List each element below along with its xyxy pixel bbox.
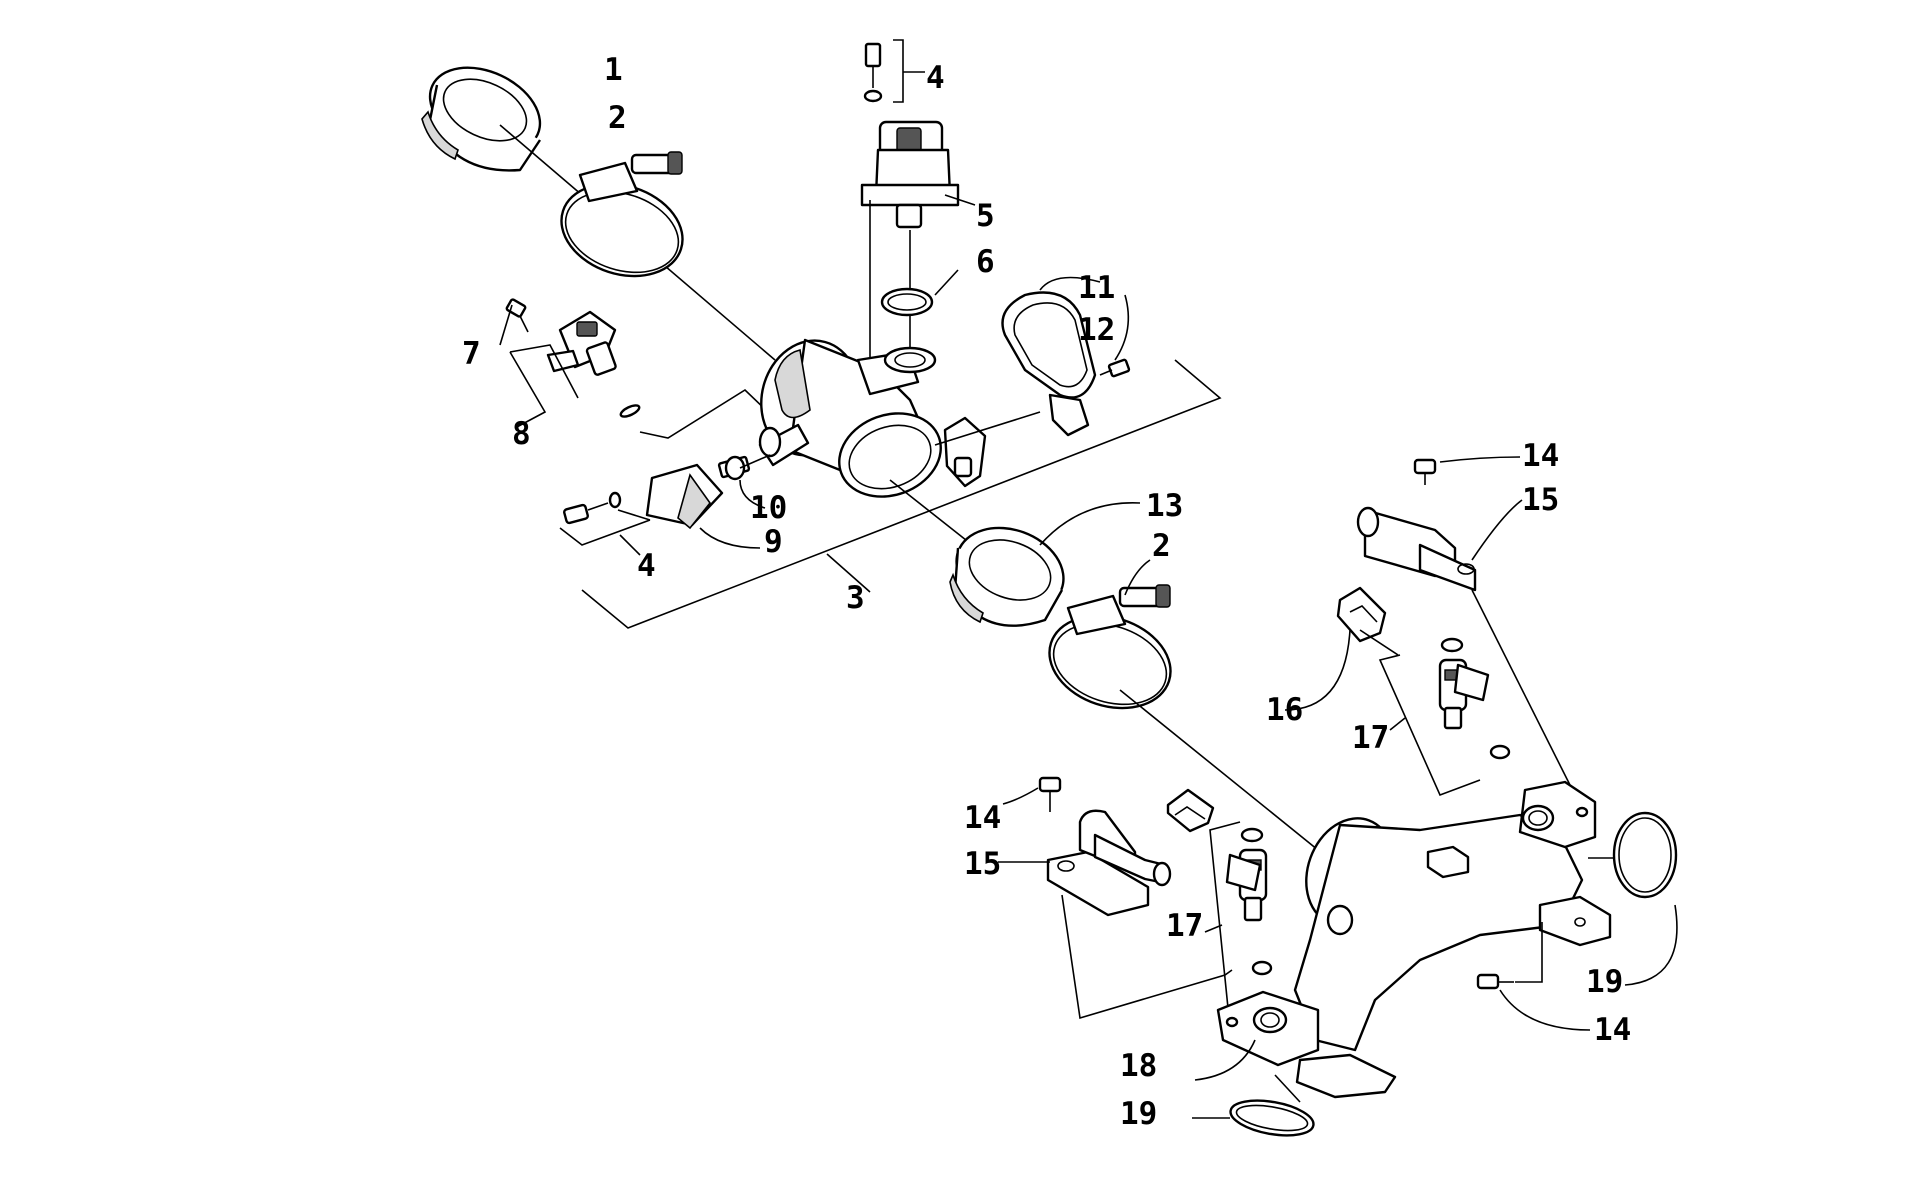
part-17-upper-injector bbox=[1378, 637, 1511, 797]
part-18-intake-manifold bbox=[1194, 780, 1612, 1099]
callout-9: 9 bbox=[764, 524, 783, 560]
callout-14: 14 bbox=[1594, 1012, 1631, 1048]
part-14-15-upper-fitting bbox=[1356, 456, 1576, 796]
part-14-right-screw bbox=[1476, 922, 1591, 1031]
callout-7: 7 bbox=[462, 336, 481, 372]
callout-18: 18 bbox=[1120, 1048, 1157, 1084]
part-2-upper-clamp bbox=[560, 151, 684, 278]
callout-16: 16 bbox=[1266, 692, 1303, 728]
callout-8: 8 bbox=[512, 416, 531, 452]
part-17-lower-injector bbox=[1204, 821, 1273, 1009]
callout-17: 17 bbox=[1352, 720, 1389, 756]
part-12-screw bbox=[1099, 294, 1131, 378]
callout-6: 6 bbox=[976, 244, 995, 280]
callout-1: 1 bbox=[604, 52, 623, 88]
part-19-o-rings bbox=[1192, 811, 1678, 1137]
callout-15: 15 bbox=[964, 846, 1001, 882]
callout-14: 14 bbox=[964, 800, 1001, 836]
callout-12: 12 bbox=[1078, 312, 1115, 348]
callout-4: 4 bbox=[926, 60, 945, 96]
part-10-o-ring bbox=[724, 455, 766, 509]
part-2-lower-clamp bbox=[1048, 559, 1319, 851]
callout-15: 15 bbox=[1522, 482, 1559, 518]
callout-labels: 1 2 2 3 4 4 5 6 7 8 9 10 11 12 13 14 14 … bbox=[462, 52, 1631, 1132]
part-11-cover bbox=[1001, 276, 1101, 437]
part-6-o-ring bbox=[880, 269, 959, 317]
callout-2: 2 bbox=[608, 100, 627, 136]
callout-3: 3 bbox=[846, 580, 865, 616]
callout-17: 17 bbox=[1166, 908, 1203, 944]
callout-5: 5 bbox=[976, 198, 995, 234]
callout-10: 10 bbox=[750, 490, 787, 526]
callout-19: 19 bbox=[1120, 1096, 1157, 1132]
part-3-throttle-body bbox=[739, 338, 1053, 609]
part-13-outlet-boot bbox=[949, 502, 1141, 627]
part-5-iac-motor bbox=[860, 120, 976, 380]
callout-19: 19 bbox=[1586, 964, 1623, 1000]
callout-13: 13 bbox=[1146, 488, 1183, 524]
callout-4: 4 bbox=[637, 548, 656, 584]
part-7-screw bbox=[499, 298, 529, 346]
callout-14: 14 bbox=[1522, 438, 1559, 474]
callout-11: 11 bbox=[1078, 270, 1115, 306]
callout-2: 2 bbox=[1152, 528, 1171, 564]
part-14-15-lower-fitting bbox=[998, 776, 1233, 1020]
part-8-tps-sensor bbox=[509, 310, 769, 439]
part-16-clips bbox=[1166, 586, 1399, 833]
part-4-upper-screw bbox=[863, 39, 925, 103]
part-4-lower-screw bbox=[559, 491, 651, 556]
bracket-3 bbox=[581, 359, 1222, 629]
